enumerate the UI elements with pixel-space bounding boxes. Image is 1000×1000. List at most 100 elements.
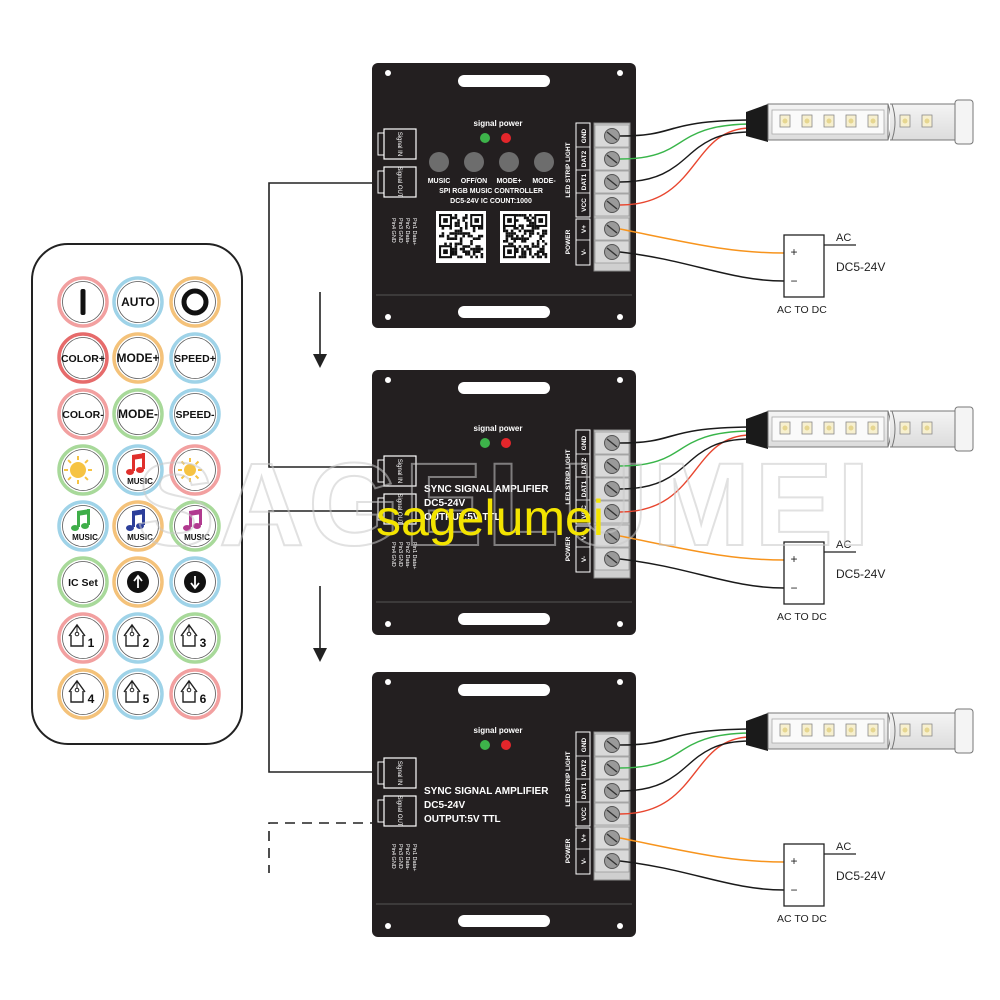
svg-text:Signal OUT: Signal OUT bbox=[396, 166, 402, 197]
psu-minus: − bbox=[790, 581, 797, 595]
button-label: MODE+ bbox=[496, 178, 521, 185]
model-line: SYNC SIGNAL AMPLIFIER bbox=[424, 484, 549, 495]
terminal-label: DAT2 bbox=[581, 759, 588, 776]
svg-text:Signal OUT: Signal OUT bbox=[396, 493, 402, 524]
remote-button-speed-[interactable]: SPEED+ bbox=[169, 332, 221, 384]
signal-in-port: Signal IN bbox=[377, 128, 417, 160]
remote-button-color-[interactable]: COLOR- bbox=[57, 388, 109, 440]
remote-button-mode-[interactable]: MODE+ bbox=[112, 332, 164, 384]
terminal-label: DAT1 bbox=[581, 782, 588, 799]
remote-button-music-note-purple-icon[interactable]: MUSIC bbox=[169, 500, 221, 552]
pin-legend: Pin4 GND Pin3 GND Pin2 Data- Pin1 Data+ bbox=[390, 218, 417, 245]
circle-icon bbox=[181, 288, 209, 316]
music-controller-device: signal power MUSIC OFF/ON MODE+ MODE- SP… bbox=[372, 63, 636, 328]
remote-button-power-bar-icon[interactable] bbox=[57, 276, 109, 328]
remote-button-circle-icon[interactable] bbox=[169, 276, 221, 328]
terminal-label: V- bbox=[581, 858, 588, 864]
led-strip bbox=[746, 708, 974, 754]
led-strip-group-label: LED STRIP LIGHT bbox=[565, 449, 572, 504]
brightness-down-icon bbox=[178, 458, 202, 482]
remote-button-house-icon[interactable]: 2 bbox=[112, 612, 164, 664]
watermark-small: sagelumei bbox=[376, 490, 604, 546]
remote-button-house-icon[interactable]: 4 bbox=[57, 668, 109, 720]
remote-button-label: MUSIC bbox=[184, 533, 210, 542]
signal-power-label: signal power bbox=[474, 726, 523, 735]
music-note-red-icon bbox=[126, 453, 145, 475]
remote-button-mode-[interactable]: MODE- bbox=[112, 388, 164, 440]
svg-text:Signal IN: Signal IN bbox=[396, 761, 402, 785]
remote-button-brightness-up-icon[interactable] bbox=[57, 444, 109, 496]
remote-button-arrow-up-icon[interactable] bbox=[112, 556, 164, 608]
qr-code-right bbox=[500, 211, 550, 263]
terminal-label: V+ bbox=[581, 532, 588, 540]
remote-button-label: MUSIC bbox=[127, 533, 153, 542]
remote-button-music-note-red-icon[interactable]: MUSIC bbox=[112, 444, 164, 496]
remote-button-label: IC Set bbox=[68, 577, 98, 589]
terminal-label: V- bbox=[581, 249, 588, 255]
remote-button-auto[interactable]: AUTO bbox=[112, 276, 164, 328]
remote-button-house-icon[interactable]: 5 bbox=[112, 668, 164, 720]
remote-button-label: MUSIC bbox=[127, 477, 153, 486]
psu-minus: − bbox=[790, 274, 797, 288]
mode-minus-push-button[interactable] bbox=[534, 152, 554, 172]
watermark-big: SAGELUMEI bbox=[136, 439, 874, 571]
remote-button-music-note-green-icon[interactable]: MUSIC bbox=[57, 500, 109, 552]
remote-button-speed-[interactable]: SPEED- bbox=[169, 388, 221, 440]
music-push-button[interactable] bbox=[429, 152, 449, 172]
watermark: SAGELUMEI sagelumei bbox=[135, 438, 874, 572]
led-strip-group-label: LED STRIP LIGHT bbox=[565, 142, 572, 197]
flow-arrow-1 bbox=[313, 292, 327, 368]
remote-button-music-note-blue-icon[interactable]: MUSIC bbox=[112, 500, 164, 552]
terminal-label: VCC bbox=[581, 198, 588, 212]
house-icon bbox=[68, 679, 86, 703]
house-icon bbox=[123, 679, 141, 703]
terminal-label: DAT1 bbox=[581, 480, 588, 497]
svg-text:Pin2 Data-: Pin2 Data- bbox=[404, 218, 410, 244]
psu-minus: − bbox=[790, 883, 797, 897]
led-strip bbox=[746, 99, 974, 145]
psu-plus: + bbox=[790, 552, 797, 566]
signal-power-label: signal power bbox=[474, 424, 523, 433]
model-line: SYNC SIGNAL AMPLIFIER bbox=[424, 786, 549, 797]
remote-button-brightness-down-icon[interactable] bbox=[169, 444, 221, 496]
remote-button-label: COLOR- bbox=[62, 409, 104, 421]
terminal-label: V+ bbox=[581, 834, 588, 842]
power-group-label: POWER bbox=[565, 536, 572, 561]
signal-indicator-led bbox=[480, 740, 490, 750]
led-strip bbox=[746, 406, 974, 452]
output-line: OUTPUT:5V TTL bbox=[424, 814, 501, 825]
terminal-label: DAT2 bbox=[581, 150, 588, 167]
mode-plus-push-button[interactable] bbox=[499, 152, 519, 172]
remote-button-house-icon[interactable]: 6 bbox=[169, 668, 221, 720]
psu-plus: + bbox=[790, 245, 797, 259]
svg-text:Pin3 GND: Pin3 GND bbox=[397, 542, 403, 567]
svg-text:Pin3 GND: Pin3 GND bbox=[397, 218, 403, 243]
house-icon bbox=[180, 679, 198, 703]
house-icon bbox=[68, 623, 86, 647]
remote-button-house-icon[interactable]: 1 bbox=[57, 612, 109, 664]
remote-button-ic-set[interactable]: IC Set bbox=[57, 556, 109, 608]
svg-text:Pin2 Data-: Pin2 Data- bbox=[404, 542, 410, 568]
on-off-push-button[interactable] bbox=[464, 152, 484, 172]
svg-text:Signal IN: Signal IN bbox=[396, 459, 402, 483]
remote-button-house-icon[interactable]: 3 bbox=[169, 612, 221, 664]
remote-button-color-[interactable]: COLOR+ bbox=[57, 332, 109, 384]
signal-indicator-led bbox=[480, 133, 490, 143]
house-icon bbox=[123, 623, 141, 647]
spec-line: DC5-24V bbox=[424, 498, 465, 509]
flow-arrow-2 bbox=[313, 586, 327, 662]
terminal-label: DAT1 bbox=[581, 173, 588, 190]
svg-text:Pin1 Data+: Pin1 Data+ bbox=[411, 844, 417, 871]
remote-button-arrow-down-icon[interactable] bbox=[169, 556, 221, 608]
spec-line: DC5-24V IC COUNT:1000 bbox=[450, 198, 532, 205]
